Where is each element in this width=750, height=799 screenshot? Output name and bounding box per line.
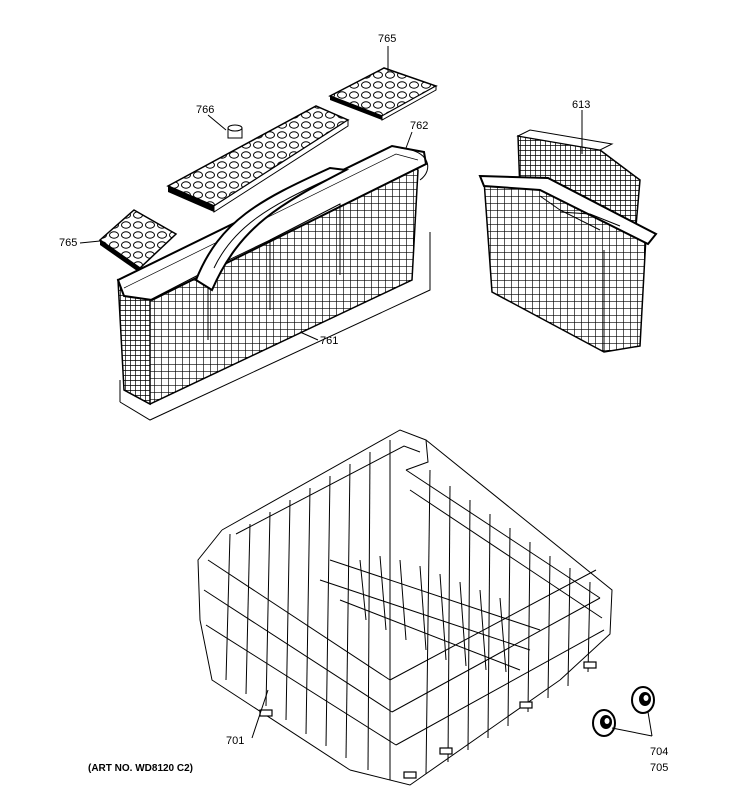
label-613: 613: [572, 99, 590, 111]
silverware-basket-613: [478, 129, 658, 353]
cover-766: [166, 105, 350, 213]
cover-grid-765-upper: [328, 67, 438, 121]
leader-lines: [79, 46, 653, 739]
label-762: 762: [410, 120, 428, 132]
lower-rack-701: [197, 429, 613, 786]
silverware-basket-761: [116, 144, 431, 421]
label-761: 761: [320, 335, 338, 347]
art-number: (ART NO. WD8120 C2): [88, 763, 193, 774]
label-704: 704: [650, 746, 668, 758]
cover-grid-765-lower: [98, 209, 178, 273]
wheel-705: [631, 686, 655, 714]
label-765-top: 765: [378, 33, 396, 45]
wheel-704: [592, 709, 616, 737]
label-705: 705: [650, 762, 668, 774]
label-701: 701: [226, 735, 244, 747]
label-766: 766: [196, 104, 214, 116]
label-765-left: 765: [59, 237, 77, 249]
